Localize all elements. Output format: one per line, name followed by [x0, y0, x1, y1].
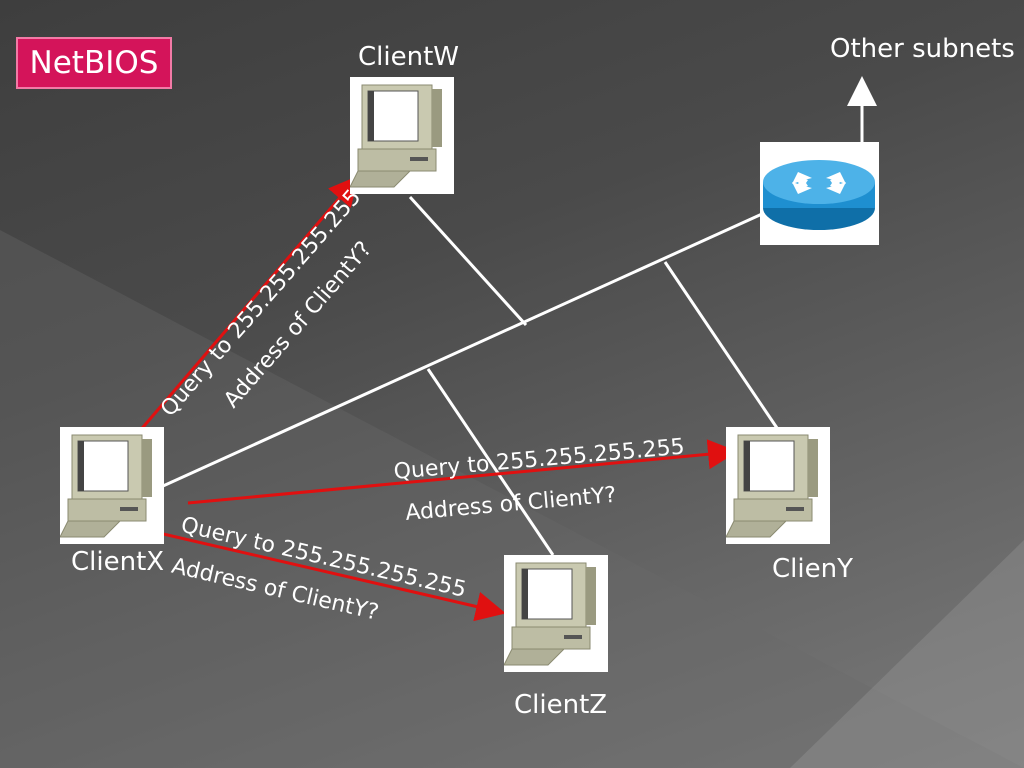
router-icon: [760, 142, 879, 245]
wire-clientz: [426, 368, 555, 556]
wire-clienty: [663, 261, 779, 429]
clientw-label: ClientW: [358, 42, 459, 72]
query-arrow-to-y: [187, 439, 738, 505]
other-subnets-label: Other subnets: [830, 34, 1015, 64]
slide-title: NetBIOS: [16, 37, 172, 89]
query-arrow-to-z: [145, 528, 506, 622]
clientx-computer-icon: [60, 427, 164, 544]
backbone-wire: [162, 212, 763, 488]
clienty-label: ClienY: [772, 554, 853, 584]
query-arrow-to-w: [136, 175, 359, 434]
clienty-computer-icon: [726, 427, 830, 544]
clientz-label: ClientZ: [514, 690, 608, 720]
wire-clientw: [408, 195, 528, 327]
clientz-computer-icon: [504, 555, 608, 672]
clientx-label: ClientX: [71, 547, 165, 577]
clientw-computer-icon: [350, 77, 454, 194]
